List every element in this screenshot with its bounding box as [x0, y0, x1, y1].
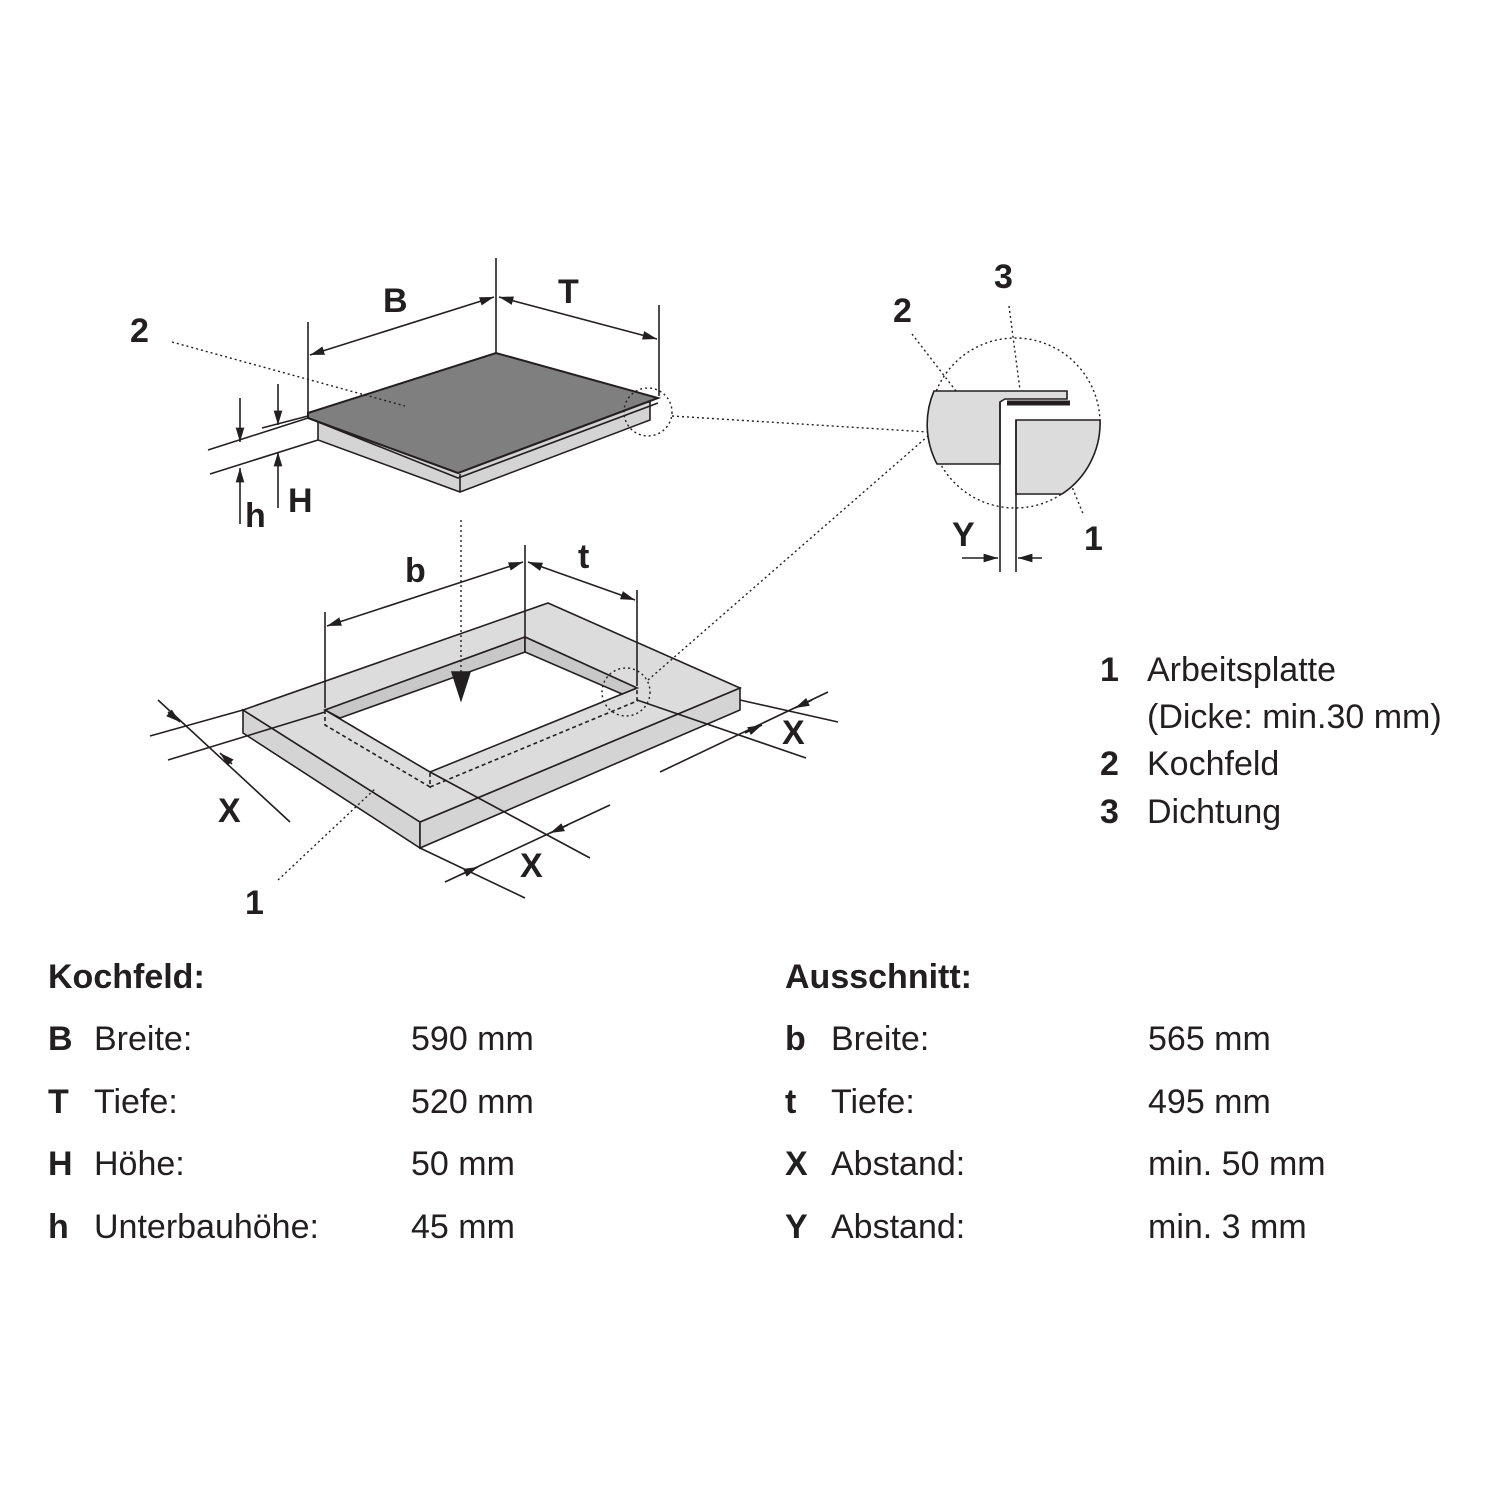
spec-name: Abstand: — [831, 1145, 966, 1183]
spec-key: b — [785, 1020, 806, 1058]
spec-name: Breite: — [831, 1020, 930, 1058]
label-X-bottom: X — [520, 847, 543, 885]
spec-key: T — [48, 1082, 69, 1121]
ausschnitt-specs: Ausschnitt: b Breite: 565 mm t Tiefe: 495 mm… — [785, 958, 1326, 1270]
spec-row: B Breite: 590 mm — [48, 1020, 534, 1083]
legend-item: 1 Arbeitsplatte — [1100, 646, 1442, 694]
spec-row: X Abstand: min. 50 mm — [785, 1145, 1326, 1208]
label-X-right: X — [782, 714, 805, 752]
spec-name: Tiefe: — [94, 1082, 178, 1121]
spec-name: Höhe: — [94, 1145, 185, 1183]
spec-row: T Tiefe: 520 mm — [48, 1083, 534, 1146]
spec-key: H — [48, 1145, 73, 1183]
spec-name: Unterbauhöhe: — [94, 1207, 319, 1246]
spec-value: 520 mm — [411, 1082, 534, 1121]
seal-detail — [926, 390, 1101, 572]
detail-label-3: 3 — [994, 258, 1013, 296]
legend-num: 3 — [1100, 792, 1119, 831]
kochfeld-specs: Kochfeld: B Breite: 590 mm T Tiefe: 520 mm H… — [48, 958, 534, 1270]
label-1: 1 — [245, 884, 264, 922]
worktop-drawing — [241, 602, 743, 850]
spec-value: 45 mm — [411, 1207, 515, 1246]
hob-drawing — [307, 351, 662, 493]
label-b: b — [405, 552, 426, 590]
installation-diagram: B T 2 h H b t X X X 1 2 3 Y 1 — [130, 258, 1103, 922]
spec-key: t — [785, 1082, 797, 1121]
legend-item: 3 Dichtung — [1100, 788, 1442, 836]
label-T: T — [558, 273, 579, 311]
legend-num: 2 — [1100, 744, 1119, 783]
label-B: B — [383, 282, 408, 320]
detail-label-2: 2 — [893, 292, 912, 330]
spec-value: 565 mm — [1148, 1020, 1271, 1058]
spec-key: h — [48, 1207, 69, 1246]
spec-row: H Höhe: 50 mm — [48, 1145, 534, 1208]
kochfeld-title: Kochfeld: — [48, 958, 205, 996]
spec-value: 495 mm — [1148, 1082, 1271, 1121]
legend: 1 Arbeitsplatte (Dicke: min.30 mm) 2 Kochf… — [1100, 646, 1442, 836]
detail-label-1: 1 — [1084, 520, 1103, 558]
label-2: 2 — [130, 312, 149, 350]
label-H: H — [288, 482, 313, 520]
label-h: h — [245, 497, 266, 535]
spec-row: t Tiefe: 495 mm — [785, 1083, 1326, 1146]
legend-num: 1 — [1100, 650, 1119, 689]
spec-key: Y — [785, 1207, 808, 1246]
spec-name: Abstand: — [831, 1207, 966, 1246]
ausschnitt-title: Ausschnitt: — [785, 958, 972, 996]
spec-name: Tiefe: — [831, 1082, 915, 1121]
spec-value: min. 50 mm — [1148, 1145, 1326, 1183]
spec-key: X — [785, 1145, 808, 1183]
legend-label: Arbeitsplatte — [1147, 650, 1336, 689]
legend-label: Kochfeld — [1147, 744, 1280, 783]
spec-value: min. 3 mm — [1148, 1207, 1307, 1246]
spec-value: 50 mm — [411, 1145, 515, 1183]
label-t: t — [578, 538, 589, 576]
legend-sub: (Dicke: min.30 mm) — [1147, 697, 1442, 736]
legend-label: Dichtung — [1147, 792, 1282, 831]
spec-row: h Unterbauhöhe: 45 mm — [48, 1208, 534, 1271]
spec-name: Breite: — [94, 1020, 193, 1058]
label-X-left: X — [218, 792, 241, 830]
spec-key: B — [48, 1020, 73, 1058]
detail-label-Y: Y — [952, 516, 975, 554]
spec-value: 590 mm — [411, 1020, 534, 1058]
legend-item: 2 Kochfeld — [1100, 740, 1442, 788]
spec-row: b Breite: 565 mm — [785, 1020, 1326, 1083]
spec-row: Y Abstand: min. 3 mm — [785, 1208, 1326, 1271]
